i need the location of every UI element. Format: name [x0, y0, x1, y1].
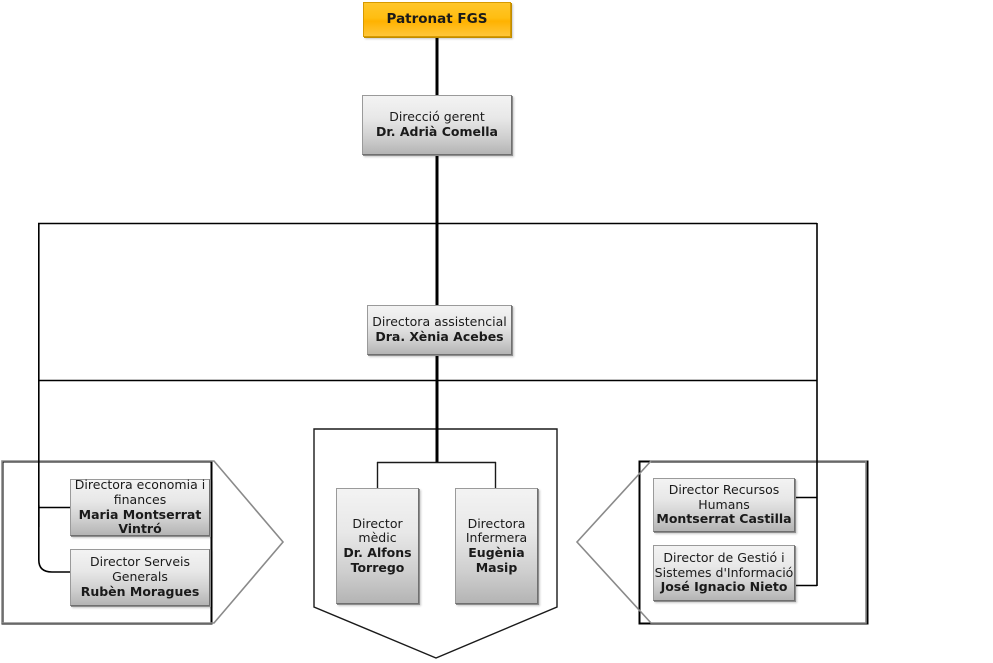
node-director-medic[interactable]: Director mèdic Dr. Alfons Torrego	[336, 488, 419, 604]
nursing-role-line2: Infermera	[465, 530, 528, 546]
medical-person-line2: Torrego	[350, 559, 405, 575]
hr-person: Montserrat Castilla	[656, 511, 792, 527]
hr-role-line2: Humans	[698, 496, 750, 512]
assistencial-role: Directora assistencial	[372, 314, 507, 330]
nursing-person-line2: Masip	[475, 559, 518, 575]
services-role-line2: Generals	[112, 569, 168, 585]
hr-role-line1: Director Recursos	[668, 481, 780, 497]
medical-role-line2: mèdic	[358, 530, 397, 546]
gerent-role: Direcció gerent	[389, 109, 485, 125]
patronat-label: Patronat FGS	[386, 10, 488, 27]
node-direccio-gerent[interactable]: Direcció gerent Dr. Adrià Comella	[362, 95, 512, 155]
assistencial-person: Dra. Xènia Acebes	[375, 329, 504, 344]
medical-role-line1: Director	[352, 515, 403, 531]
finance-person-line1: Maria Montserrat	[78, 506, 202, 522]
node-directora-economia-finances[interactable]: Directora economia i finances Maria Mont…	[70, 477, 210, 537]
finance-role-line2: finances	[113, 491, 167, 507]
connector-to-general-services	[38, 505, 70, 573]
right-group-arrow	[575, 460, 867, 624]
it-role-line1: Director de Gestió i	[663, 549, 785, 565]
services-person: Rubèn Moragues	[80, 583, 200, 599]
node-director-gestio-sistemes[interactable]: Director de Gestió i Sistemes d'Informac…	[653, 545, 795, 601]
medical-person-line1: Dr. Alfons	[343, 545, 412, 560]
it-role-line2: Sistemes d'Informació	[654, 564, 794, 580]
it-person: José Ignacio Nieto	[660, 579, 788, 595]
node-director-serveis-generals[interactable]: Director Serveis Generals Rubèn Moragues	[70, 549, 210, 606]
center-group-arrow	[313, 428, 558, 659]
finance-person-line2: Vintró	[118, 521, 162, 537]
services-role-line1: Director Serveis	[89, 554, 191, 570]
finance-role-line1: Directora economia i	[74, 477, 206, 492]
node-directora-assistencial[interactable]: Directora assistencial Dra. Xènia Acebes	[367, 305, 512, 355]
gerent-person: Dr. Adrià Comella	[376, 124, 498, 139]
node-directora-infermera[interactable]: Directora Infermera Eugènia Masip	[455, 488, 538, 604]
node-director-recursos-humans[interactable]: Director Recursos Humans Montserrat Cast…	[653, 478, 795, 532]
nursing-person-line1: Eugènia	[468, 545, 525, 560]
node-patronat-fgs[interactable]: Patronat FGS	[363, 2, 511, 37]
left-group-arrow	[1, 460, 285, 624]
nursing-role-line1: Directora	[467, 515, 526, 531]
